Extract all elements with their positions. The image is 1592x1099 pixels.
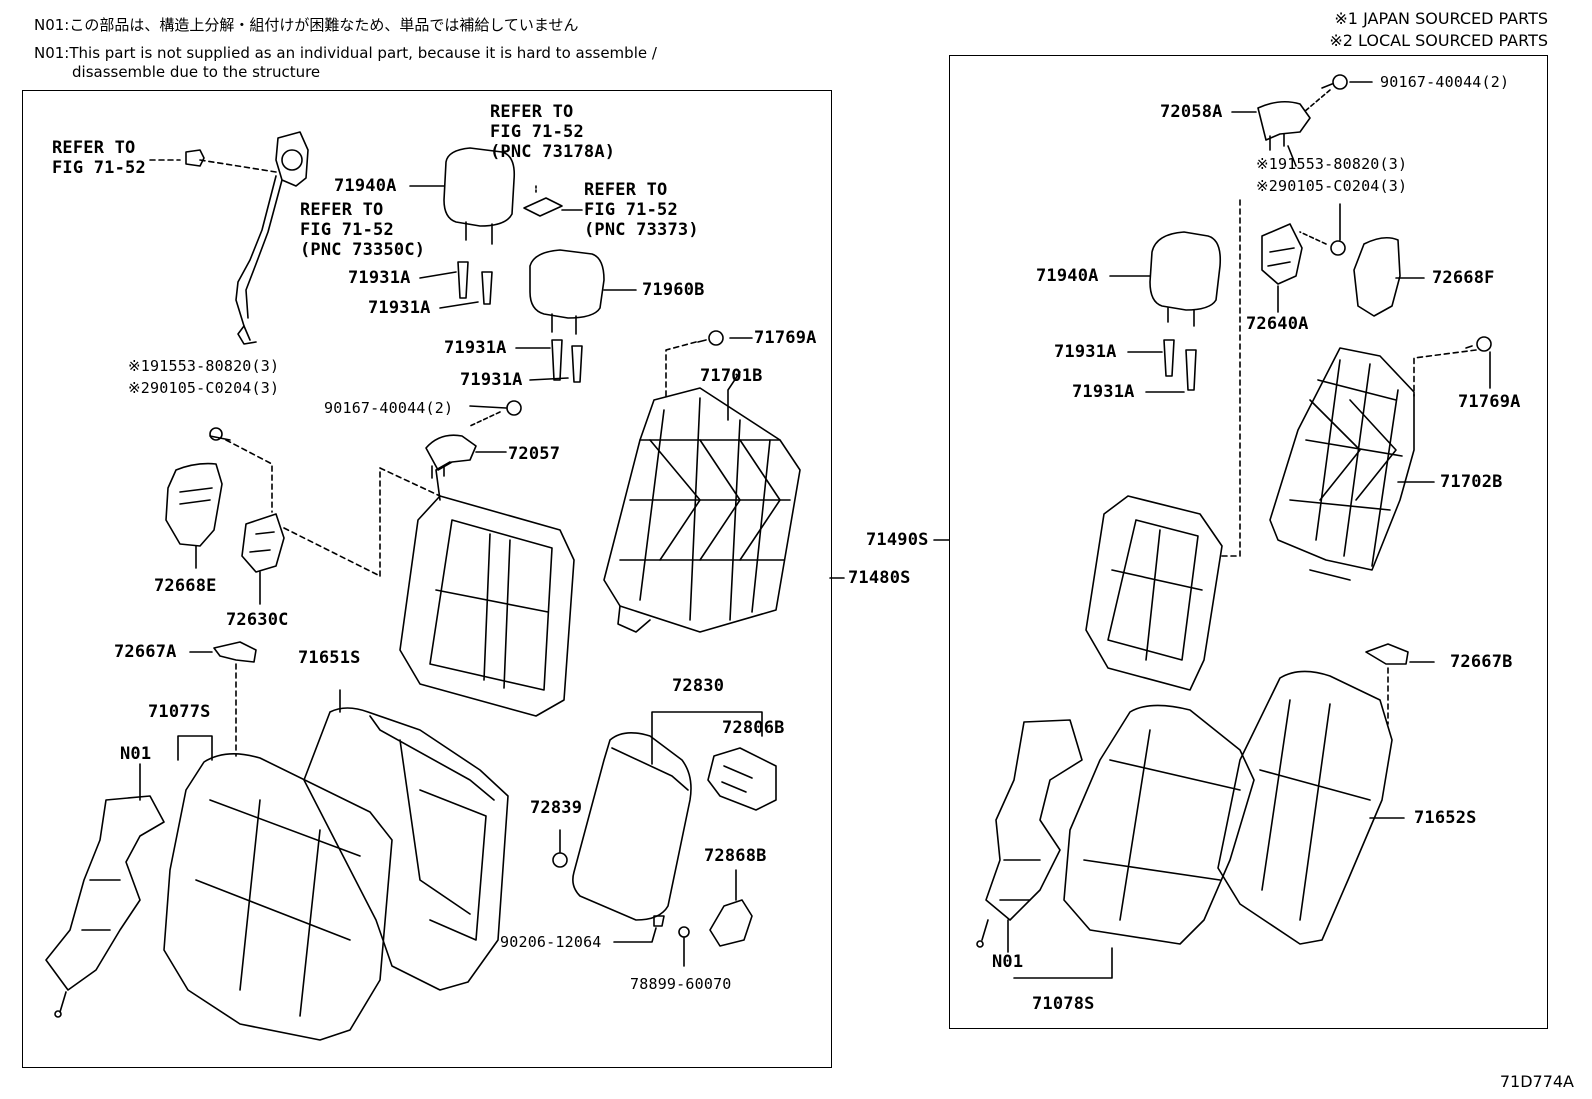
label-191553-left: ※191553-80820(3) (128, 357, 280, 375)
seat-cushion-71078S-drawing (1013, 704, 1255, 979)
armrest-72830-drawing (572, 711, 763, 921)
label-290105-left: ※290105-C0204(3) (128, 379, 280, 397)
label-72667A: 72667A (114, 642, 177, 662)
label-refer-fig-1: REFER TO FIG 71-52 (52, 138, 146, 178)
headrest-71940A-left-drawing (409, 147, 516, 245)
headrest-stays-right-drawing (1127, 339, 1197, 393)
seatback-inner-frame-right-drawing (1085, 195, 1241, 691)
label-n01-left: N01 (120, 744, 152, 764)
bumper-72839-drawing (552, 829, 568, 868)
label-72830: 72830 (672, 676, 725, 696)
screw-78899-drawing (678, 926, 690, 967)
cover-72668F-drawing (1353, 236, 1425, 317)
label-72630C: 72630C (226, 610, 289, 630)
label-71480S: 71480S (848, 568, 911, 588)
label-71077S: 71077S (148, 702, 211, 722)
headrest-stays-left-drawing (419, 261, 583, 383)
heater-pad-right-drawing (976, 719, 1083, 953)
label-191553-right: ※191553-80820(3) (1256, 155, 1408, 173)
label-refer-fig-4: REFER TO FIG 71-52 (PNC 73373) (584, 180, 699, 240)
label-71702B: 71702B (1440, 472, 1503, 492)
label-71931A-2: 71931A (368, 298, 431, 318)
label-refer-fig-3: REFER TO FIG 71-52 (PNC 73178A) (490, 102, 616, 162)
headrest-71940A-right-drawing (1109, 231, 1222, 327)
left-panel-frame (22, 90, 832, 1068)
label-72868B: 72868B (704, 846, 767, 866)
cover-72868B-drawing (709, 869, 753, 947)
label-71652S: 71652S (1414, 808, 1477, 828)
label-90206: 90206-12064 (500, 933, 602, 951)
label-72057: 72057 (508, 444, 561, 464)
clip-72667B-drawing (1365, 643, 1435, 725)
label-71931A-3: 71931A (444, 338, 507, 358)
cover-72668E-drawing (165, 462, 223, 569)
note-english-line1: N01:This part is not supplied as an indi… (34, 44, 657, 62)
hinge-72630C-drawing (209, 427, 381, 605)
label-71931A-4: 71931A (460, 370, 523, 390)
clip-73373-drawing (523, 185, 583, 217)
label-71960B: 71960B (642, 280, 705, 300)
legend-local-sourced: ※2 LOCAL SOURCED PARTS (1329, 31, 1548, 50)
seatbelt-retractor-drawing (149, 131, 309, 345)
label-78899: 78899-60070 (630, 975, 732, 993)
seat-cushion-71077S-drawing (163, 735, 393, 1041)
heater-pad-left-drawing (45, 763, 165, 1018)
figure-id: 71D774A (1499, 1072, 1574, 1091)
label-72640A: 72640A (1246, 314, 1309, 334)
seatback-cover-71652S-drawing (1217, 670, 1405, 945)
label-90167-left: 90167-40044(2) (324, 399, 454, 417)
label-n01-right: N01 (992, 952, 1024, 972)
label-72668E: 72668E (154, 576, 217, 596)
seatback-frame-71701B-drawing (603, 371, 801, 633)
seatback-frame-71702B-drawing (1269, 347, 1435, 581)
hinge-72640A-drawing (1261, 203, 1346, 313)
right-panel-frame (949, 55, 1548, 1029)
label-72058A: 72058A (1160, 102, 1223, 122)
label-90167-right: 90167-40044(2) (1380, 73, 1510, 91)
label-71769A-right: 71769A (1458, 392, 1521, 412)
label-71651S: 71651S (298, 648, 361, 668)
label-72667B: 72667B (1450, 652, 1513, 672)
label-71940A-left: 71940A (334, 176, 397, 196)
label-71940A-right: 71940A (1036, 266, 1099, 286)
cup-holder-72806B-drawing (707, 747, 777, 811)
label-72839: 72839 (530, 798, 583, 818)
note-english-line2: disassemble due to the structure (72, 63, 321, 81)
seatback-inner-frame-drawing (379, 461, 575, 717)
seatback-cover-71651S-drawing (303, 689, 509, 991)
bracket-72058A-drawing (1231, 74, 1373, 167)
clip-90206-drawing (613, 915, 665, 943)
label-290105-right: ※290105-C0204(3) (1256, 177, 1408, 195)
label-71931A-right-1: 71931A (1054, 342, 1117, 362)
clip-71769A-right-drawing (1413, 336, 1492, 397)
label-72668F: 72668F (1432, 268, 1495, 288)
clip-71769A-left-drawing (665, 330, 753, 399)
label-71078S: 71078S (1032, 994, 1095, 1014)
label-refer-fig-2: REFER TO FIG 71-52 (PNC 73350C) (300, 200, 426, 260)
label-71490S: 71490S (866, 530, 929, 550)
label-71931A-1: 71931A (348, 268, 411, 288)
label-71701B: 71701B (700, 366, 763, 386)
label-71931A-right-2: 71931A (1072, 382, 1135, 402)
label-72806B: 72806B (722, 718, 785, 738)
note-japanese: N01:この部品は、構造上分解・組付けが困難なため、単品では補給していません (34, 16, 579, 34)
legend-japan-sourced: ※1 JAPAN SOURCED PARTS (1334, 9, 1548, 28)
headrest-71960B-drawing (529, 249, 637, 335)
label-71769A-left: 71769A (754, 328, 817, 348)
clip-72667A-drawing (189, 641, 257, 757)
bracket-72057-drawing (425, 400, 522, 479)
